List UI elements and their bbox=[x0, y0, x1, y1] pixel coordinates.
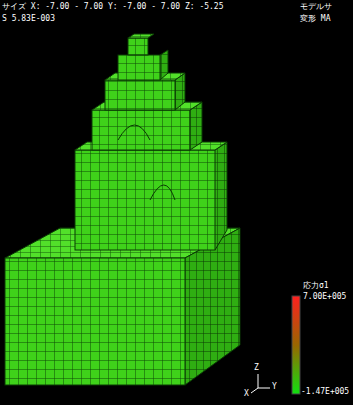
header-text: 変形 MA bbox=[300, 15, 330, 24]
base-block bbox=[5, 228, 240, 385]
axis-label: X bbox=[244, 390, 249, 399]
header-text: モデルサ bbox=[300, 3, 332, 12]
scale-text: S 5.83E-003 bbox=[2, 15, 55, 24]
axis-label: Z bbox=[254, 364, 259, 373]
legend-title: 応力σ1 bbox=[303, 282, 329, 291]
axis-label: Y bbox=[272, 383, 277, 392]
header-text: サイズ X: -7.00 - 7.00 Y: -7.00 - 7.00 Z: -… bbox=[2, 3, 223, 12]
axis-triad bbox=[251, 374, 270, 393]
legend-value: 7.00E+005 bbox=[303, 293, 346, 302]
legend-value: -1.47E+005 bbox=[301, 388, 349, 397]
color-bar bbox=[292, 296, 300, 394]
tower-mesh bbox=[75, 34, 227, 250]
